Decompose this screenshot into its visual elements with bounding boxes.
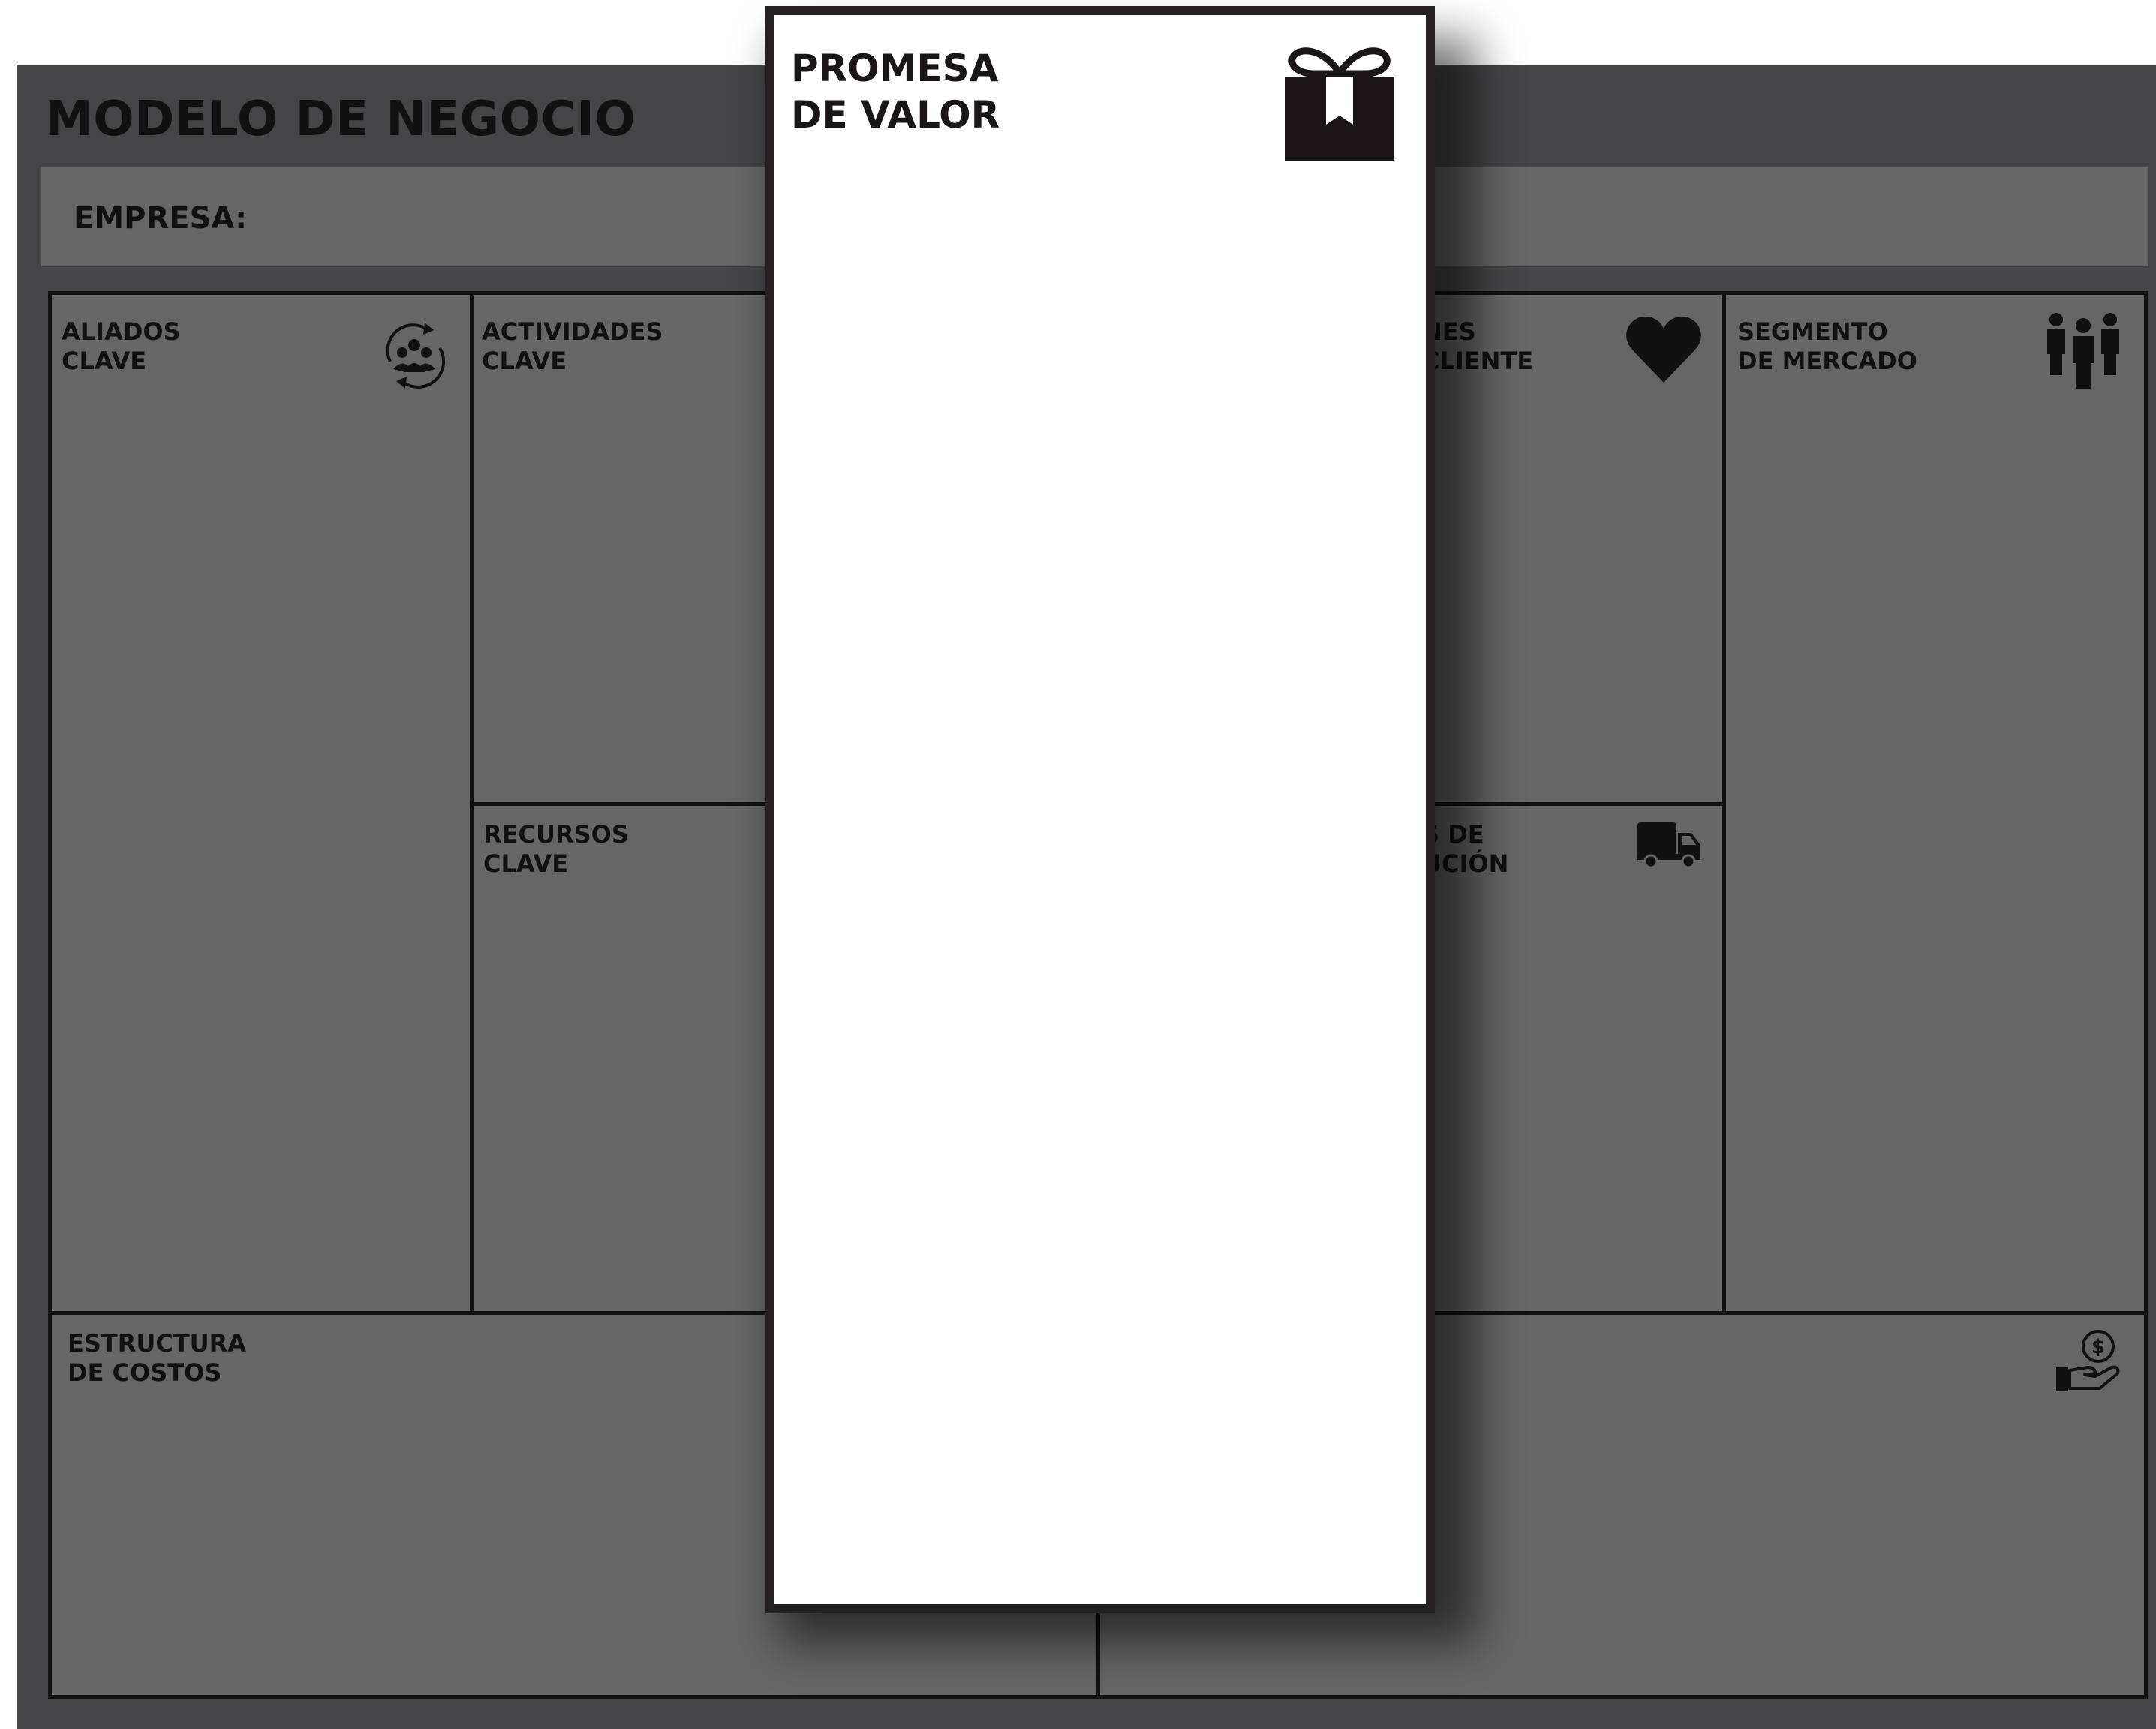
customer-segments-label: SEGMENTO DE MERCADO bbox=[1737, 317, 1917, 375]
key-activities-label: ACTIVIDADES CLAVE bbox=[482, 317, 663, 375]
heart-icon bbox=[1626, 316, 1701, 383]
divider-relationships-channels bbox=[1411, 802, 1724, 806]
partners-cycle-icon bbox=[386, 323, 446, 389]
value-proposition-label: PROMESA DE VALOR bbox=[791, 47, 1000, 137]
truck-icon bbox=[1637, 822, 1700, 869]
key-partners-label: ALIADOS CLAVE bbox=[62, 317, 181, 375]
company-label: EMPRESA: bbox=[74, 201, 248, 236]
people-group-icon bbox=[2047, 313, 2119, 389]
cost-structure-label: ESTRUCTURA DE COSTOS bbox=[68, 1329, 247, 1387]
hand-coin-icon: $ bbox=[2056, 1330, 2120, 1391]
divider-activities-resources bbox=[471, 802, 786, 806]
gift-icon bbox=[1285, 47, 1394, 161]
page-title: MODELO DE NEGOCIO bbox=[45, 92, 636, 147]
svg-text:$: $ bbox=[2091, 1336, 2105, 1358]
value-proposition-card[interactable] bbox=[765, 6, 1435, 1613]
key-resources-label: RECURSOS CLAVE bbox=[483, 820, 629, 878]
